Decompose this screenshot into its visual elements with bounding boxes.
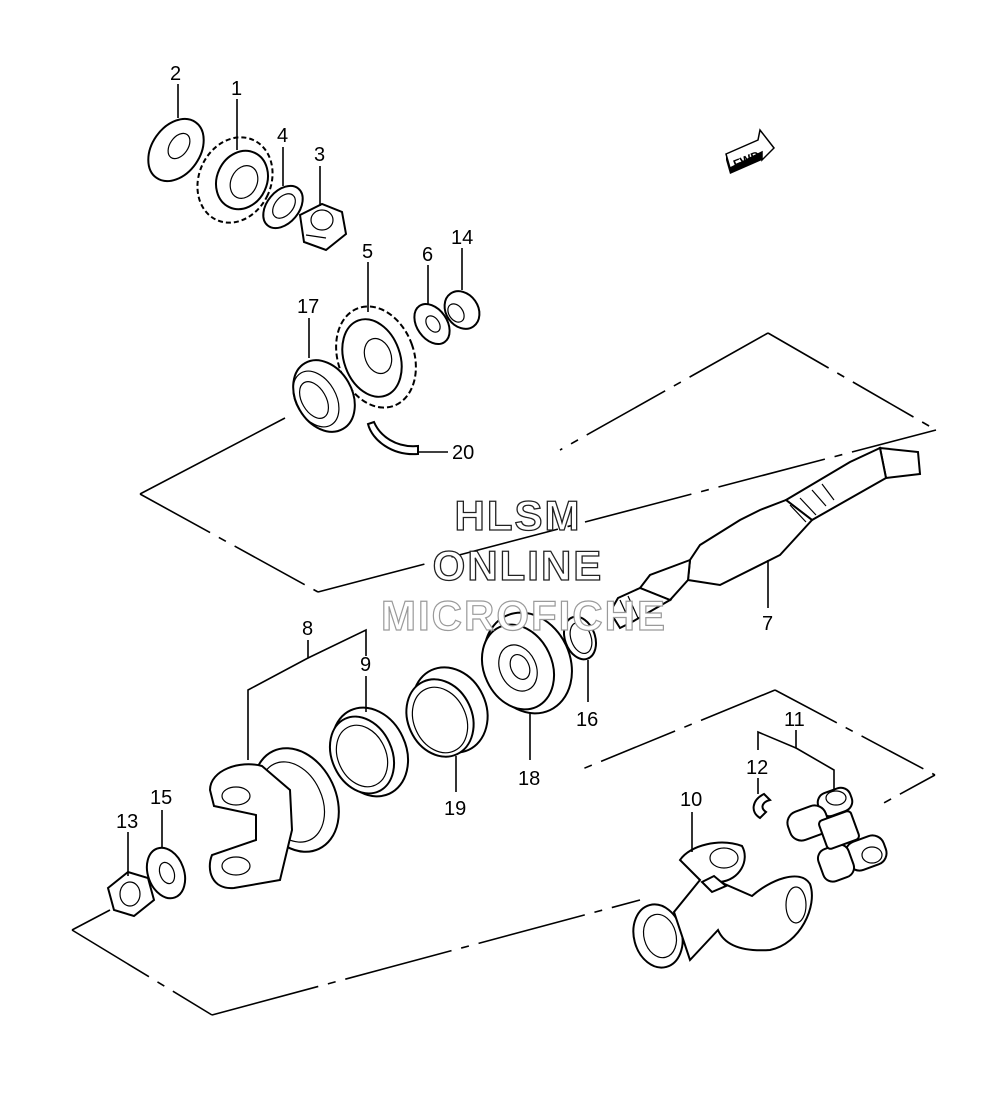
part-15-washer — [145, 846, 187, 900]
callout-14: 14 — [451, 227, 473, 249]
part-10-coupling-yoke — [632, 841, 813, 969]
callout-18: 18 — [518, 768, 540, 790]
callout-1: 1 — [231, 78, 242, 100]
callout-12: 12 — [746, 757, 768, 779]
watermark-line-3: MICROFICHE — [381, 592, 667, 639]
callout-11: 11 — [784, 709, 805, 731]
part-8-yoke — [208, 747, 340, 890]
part-18-ball-bearing — [481, 611, 573, 715]
callout-6: 6 — [422, 244, 433, 266]
callout-8: 8 — [302, 618, 313, 640]
callout-19: 19 — [444, 798, 466, 820]
watermark-line-1: HLSM — [455, 492, 582, 539]
part-20-snap-ring — [366, 420, 419, 456]
part-11-universal-joint — [786, 786, 888, 883]
upper-assembly-outline — [139, 332, 937, 593]
callout-10: 10 — [680, 789, 702, 811]
watermark: HLSM ONLINE MICROFICHE — [380, 491, 667, 639]
part-17-needle-bearing — [292, 359, 356, 433]
callout-16: 16 — [576, 709, 598, 731]
callout-2: 2 — [170, 63, 181, 85]
part-7-propeller-shaft — [608, 446, 922, 630]
callout-20: 20 — [452, 442, 474, 464]
part-4-washer — [262, 184, 304, 230]
lower-assembly-outline — [71, 689, 936, 1016]
part-1-pinion-gear — [196, 136, 274, 224]
fwd-direction-arrow: FWD — [725, 128, 775, 174]
callout-13: 13 — [116, 811, 138, 833]
part-12-clip — [752, 792, 772, 820]
part-3-nut — [298, 202, 348, 252]
part-13-nut — [106, 870, 156, 918]
callout-4: 4 — [277, 125, 288, 147]
callout-7: 7 — [762, 613, 773, 635]
part-14-bushing — [443, 290, 481, 330]
callout-17: 17 — [297, 296, 319, 318]
part-9-oil-seal — [328, 706, 409, 798]
callout-5: 5 — [362, 241, 373, 263]
part-5-forward-gear — [335, 305, 417, 409]
watermark-line-2: ONLINE — [433, 542, 604, 589]
callout-15: 15 — [150, 787, 172, 809]
part-2-washer — [147, 117, 205, 183]
leader-lines — [127, 84, 835, 876]
callout-3: 3 — [314, 144, 325, 166]
callout-9: 9 — [360, 654, 371, 676]
callout-numbers: 2 1 4 3 5 6 14 17 20 7 16 18 19 9 8 15 1… — [116, 63, 805, 833]
part-19-sleeve — [405, 666, 489, 758]
part-6-washer — [413, 303, 451, 345]
